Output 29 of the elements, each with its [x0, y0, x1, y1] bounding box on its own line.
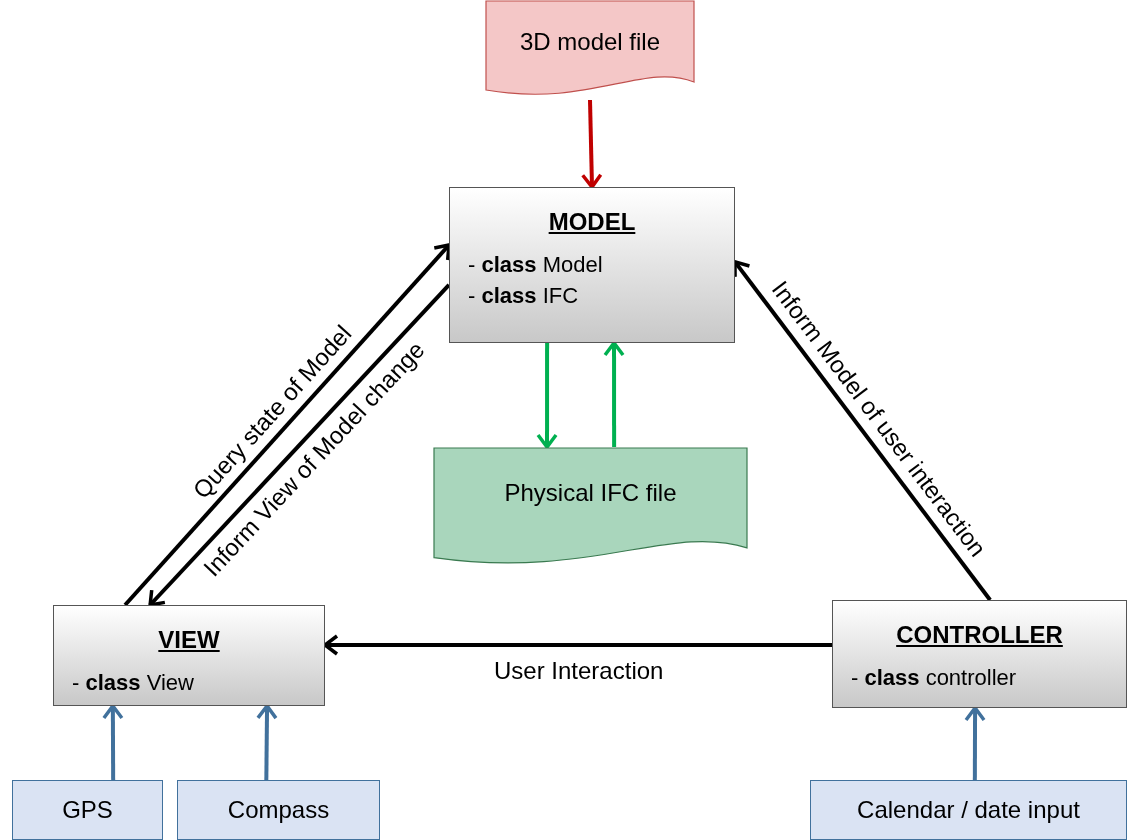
- arrow: [964, 706, 986, 780]
- node-text: Physical IFC file: [503, 479, 678, 507]
- arrow: [123, 243, 451, 607]
- class-box: [449, 187, 735, 343]
- class-entry: - class View: [72, 669, 195, 697]
- arrow: [323, 634, 832, 656]
- arrow: [256, 704, 278, 781]
- node-title: CONTROLLER: [895, 621, 1064, 649]
- class-entry: - class IFC: [468, 281, 580, 310]
- node-text: 3D model file: [518, 28, 662, 56]
- class-box: [53, 605, 325, 706]
- class-entry: - class controller: [851, 664, 1018, 692]
- node-title: VIEW: [157, 626, 221, 654]
- arrow: [603, 341, 625, 447]
- arrow: [581, 99, 603, 189]
- input-box: [12, 780, 163, 840]
- node-text: GPS: [62, 796, 113, 824]
- node-text: Calendar / date input: [857, 796, 1080, 824]
- node-text: Compass: [227, 796, 330, 824]
- node-title: MODEL: [547, 208, 637, 236]
- input-box: [810, 780, 1127, 840]
- arrow: [733, 260, 992, 602]
- input-box: [177, 780, 380, 840]
- class-entry: - class Model: [468, 251, 604, 279]
- edge-label: User Interaction: [494, 657, 664, 685]
- arrow: [102, 704, 124, 780]
- arrow: [536, 343, 558, 449]
- arrow: [148, 283, 451, 607]
- class-box: [832, 600, 1127, 708]
